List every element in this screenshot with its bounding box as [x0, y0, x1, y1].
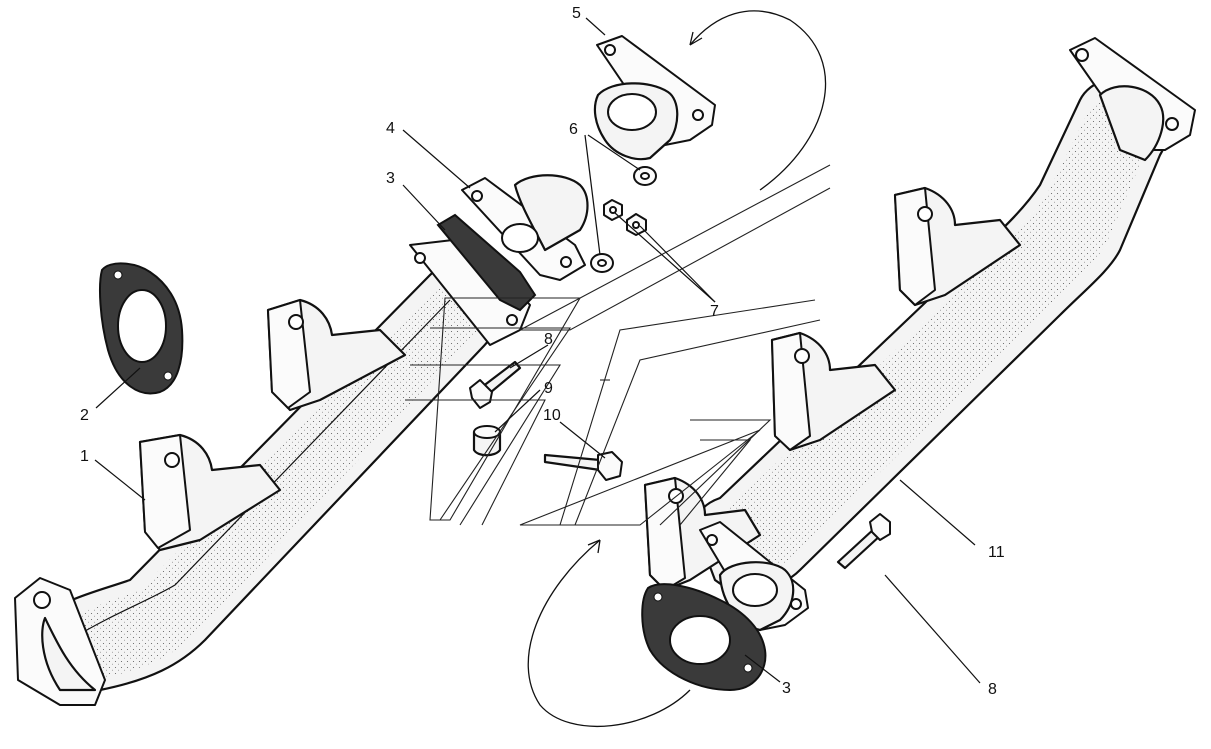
- bolt-10: [543, 451, 623, 481]
- left-exhaust-manifold: [14, 237, 531, 706]
- callout-10: 10: [543, 407, 561, 424]
- callout-labels: 1 2 3 3 4 5 6 7 8 8 9 10 11: [80, 5, 1005, 698]
- callout-3-lower: 3: [782, 680, 791, 697]
- callout-4: 4: [386, 120, 395, 137]
- leader-lines: [94, 17, 981, 684]
- callout-1: 1: [80, 448, 89, 465]
- gasket-3-lower: [641, 583, 767, 692]
- flange-4: [461, 174, 589, 281]
- bolt-8-lower: [836, 513, 891, 570]
- assembly-ghost-lines: [405, 164, 831, 526]
- gasket-3-upper: [436, 213, 537, 312]
- callout-8-upper: 8: [544, 331, 553, 348]
- assembly-arrow-bottom: [527, 539, 691, 728]
- nut-7b: [626, 213, 647, 236]
- callout-7: 7: [710, 303, 719, 320]
- callout-8-lower: 8: [988, 681, 997, 698]
- bolt-8-upper: [469, 360, 522, 409]
- assembly-arrow-top: [689, 10, 826, 191]
- gasket-2: [99, 262, 184, 395]
- callout-3-upper: 3: [386, 170, 395, 187]
- flange-5: [593, 35, 716, 161]
- washer-6a: [633, 166, 657, 186]
- callout-6: 6: [569, 121, 578, 138]
- callout-2: 2: [80, 407, 89, 424]
- spacer-9: [472, 425, 502, 457]
- callout-9: 9: [544, 380, 553, 397]
- right-exhaust-manifold: [643, 37, 1196, 632]
- washer-6b: [590, 253, 614, 273]
- callout-11: 11: [988, 544, 1005, 561]
- callout-5: 5: [572, 5, 581, 22]
